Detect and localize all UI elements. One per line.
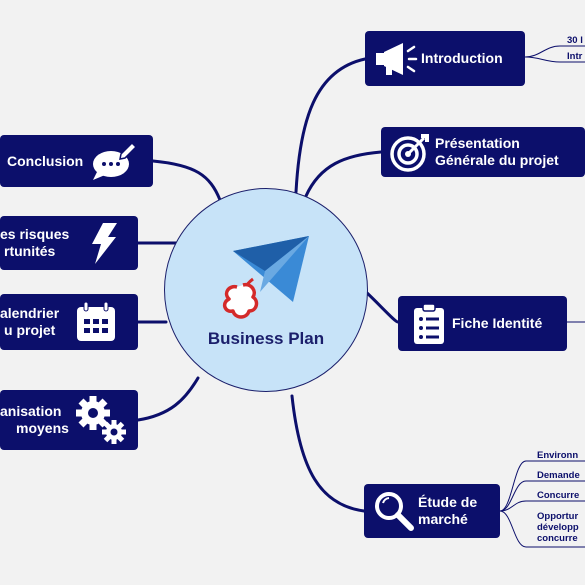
presentation-line-1: Présentation	[435, 135, 520, 151]
calendrier-line-2: u projet	[4, 322, 56, 338]
opportunites-line-1: Opportur	[537, 511, 579, 522]
branch-presentation[interactable]: Présentation Générale du projet	[381, 127, 585, 177]
etude-leaf-demande[interactable]: Demande	[537, 470, 580, 481]
risques-line-1: es risques	[0, 226, 70, 242]
intro-leaf-1[interactable]: 30 l	[567, 35, 583, 46]
branch-conclusion-label: Conclusion	[7, 152, 84, 169]
etude-line-2: marché	[418, 511, 468, 527]
speech-bubble-icon	[89, 136, 141, 186]
clipboard-icon	[406, 299, 452, 349]
organisation-line-2: moyens	[16, 420, 69, 436]
etude-leaf-environnement[interactable]: Environn	[537, 450, 579, 461]
organisation-line-1: anisation	[0, 403, 62, 419]
target-icon	[385, 127, 435, 177]
megaphone-icon	[371, 34, 421, 84]
central-title: Business Plan	[207, 329, 325, 348]
calendar-icon	[71, 297, 121, 347]
risques-line-2: rtunités	[4, 243, 56, 259]
branch-organisation-label: anisation moyens	[0, 403, 69, 437]
lightning-icon	[79, 218, 129, 268]
branch-etude-marche[interactable]: Étude de marché	[364, 484, 500, 538]
branch-organisation[interactable]: anisation moyens	[0, 390, 138, 450]
presentation-line-2: Générale du projet	[435, 152, 559, 168]
magnifier-icon	[370, 486, 418, 536]
opportunites-line-2: développ	[537, 522, 579, 533]
opportunites-line-3: concurre	[537, 533, 578, 544]
etude-leaf-opportunites[interactable]: Opportur développ concurre	[537, 511, 579, 544]
central-topic[interactable]: Business Plan	[164, 188, 368, 392]
branch-conclusion[interactable]: Conclusion	[0, 135, 153, 187]
etude-line-1: Étude de	[418, 494, 478, 510]
branch-etude-label: Étude de marché	[418, 494, 477, 528]
branch-fiche-label: Fiche Identité	[452, 315, 543, 331]
branch-introduction-label: Introduction	[421, 50, 503, 66]
etude-leaf-concurrence[interactable]: Concurre	[537, 490, 580, 501]
paper-plane-icon	[222, 236, 309, 319]
branch-calendrier-label: alendrier u projet	[0, 305, 59, 339]
gears-icon	[73, 392, 129, 448]
branch-calendrier[interactable]: alendrier u projet	[0, 294, 138, 350]
branch-fiche-identite[interactable]: Fiche Identité	[398, 296, 567, 351]
intro-leaf-2[interactable]: Intr	[567, 51, 583, 62]
branch-introduction[interactable]: Introduction	[365, 31, 525, 86]
branch-presentation-label: Présentation Générale du projet	[435, 135, 559, 169]
branch-risques-label: es risques rtunités	[0, 226, 69, 260]
calendrier-line-1: alendrier	[0, 305, 60, 321]
branch-risques[interactable]: es risques rtunités	[0, 216, 138, 270]
